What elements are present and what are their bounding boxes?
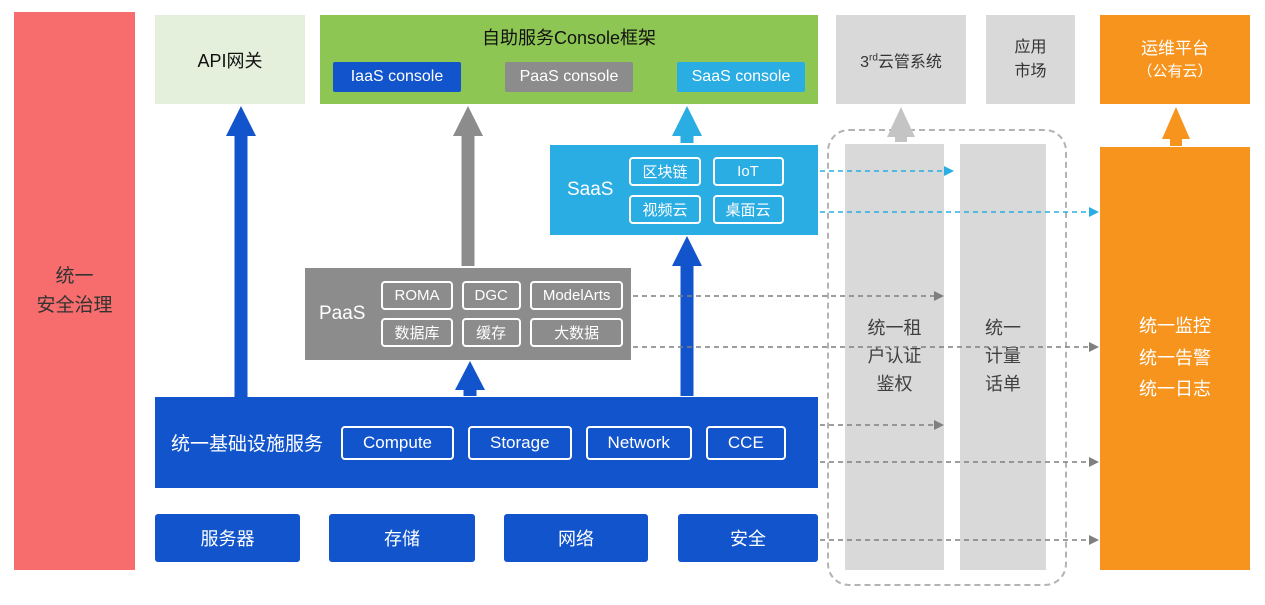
om-platform-box: 运维平台 （公有云） [1100, 15, 1250, 104]
paas-chip-roma: ROMA [381, 281, 453, 310]
tenant-auth-line: 户认证 [867, 346, 922, 367]
saas-chip-grid: 区块链 IoT 视频云 桌面云 [629, 156, 784, 224]
saas-chip-blockchain: 区块链 [629, 156, 701, 186]
third-party-cloud-box: 3rd云管系统 [836, 15, 966, 104]
arrow-infra-to-paas [455, 361, 485, 396]
metering-line: 话单 [985, 373, 1021, 394]
monitoring-line: 统一日志 [1139, 379, 1211, 400]
saas-console-button: SaaS console [677, 62, 805, 92]
infra-chip-cce: CCE [705, 425, 786, 460]
monitoring-line: 统一告警 [1139, 347, 1211, 368]
app-market-line: 应用 [1014, 38, 1047, 56]
infrastructure-label: 统一基础设施服务 [171, 434, 324, 455]
storage-box: 存储 [329, 514, 475, 562]
app-market-line: 市场 [1014, 62, 1047, 80]
arrow-paas-to-console [453, 106, 483, 266]
auth-metering-dashed-group [827, 129, 1067, 586]
tenant-auth-line: 统一租 [867, 318, 922, 339]
saas-chip-video-cloud: 视频云 [629, 194, 701, 224]
console-buttons-row: IaaS console PaaS console SaaS console [320, 62, 818, 92]
saas-chip-desktop-cloud: 桌面云 [712, 194, 784, 224]
security-governance-bar: 统一 安全治理 [14, 12, 135, 570]
iaas-console-button: IaaS console [333, 62, 461, 92]
app-market-box: 应用 市场 [986, 15, 1075, 104]
tenant-auth-line: 鉴权 [876, 373, 913, 394]
metering-line: 计量 [985, 346, 1021, 367]
infra-chip-compute: Compute [341, 425, 454, 460]
server-box: 服务器 [155, 514, 300, 562]
api-gateway-box: API网关 [155, 15, 305, 104]
paas-chip-grid: ROMA DGC ModelArts 数据库 缓存 大数据 [381, 281, 624, 347]
console-frame-title: 自助服务Console框架 [481, 28, 657, 48]
infrastructure-chip-row: Compute Storage Network CCE [341, 425, 786, 460]
paas-chip-modelarts: ModelArts [529, 281, 624, 310]
infrastructure-box: 统一基础设施服务 Compute Storage Network CCE [155, 397, 818, 488]
tenant-auth-bar: 统一租 户认证 鉴权 [845, 144, 944, 570]
api-gateway-label: API网关 [197, 50, 263, 71]
security-box: 安全 [678, 514, 818, 562]
saas-label: SaaS [567, 179, 614, 200]
monitoring-line: 统一监控 [1139, 316, 1211, 337]
paas-label: PaaS [319, 303, 366, 324]
paas-chip-dgc: DGC [461, 281, 521, 310]
arrow-infra-to-saas [672, 236, 702, 396]
om-platform-line: （公有云） [1137, 63, 1213, 80]
arrow-monitor-to-om-platform [1162, 107, 1190, 146]
metering-line: 统一 [985, 318, 1021, 339]
security-governance-line: 安全治理 [36, 295, 113, 316]
paas-chip-cache: 缓存 [461, 318, 521, 347]
paas-box: PaaS ROMA DGC ModelArts 数据库 缓存 大数据 [305, 268, 631, 360]
arrow-saas-to-console [672, 106, 702, 143]
third-party-cloud-label: 3rd云管系统 [860, 52, 942, 71]
arrow-infra-to-api-gateway [226, 106, 256, 397]
saas-chip-iot: IoT [712, 156, 784, 186]
om-platform-line: 运维平台 [1141, 38, 1209, 58]
paas-console-button: PaaS console [505, 62, 633, 92]
metering-bar: 统一 计量 话单 [960, 144, 1046, 570]
paas-chip-database: 数据库 [381, 318, 453, 347]
monitoring-box: 统一监控 统一告警 统一日志 [1100, 147, 1250, 570]
saas-box: SaaS 区块链 IoT 视频云 桌面云 [550, 145, 818, 235]
infra-chip-network: Network [585, 425, 692, 460]
infra-chip-storage: Storage [468, 425, 572, 460]
network-box: 网络 [504, 514, 648, 562]
paas-chip-bigdata: 大数据 [529, 318, 624, 347]
console-frame-box: 自助服务Console框架 IaaS console PaaS console … [320, 15, 818, 104]
security-governance-line: 统一 [55, 265, 94, 287]
